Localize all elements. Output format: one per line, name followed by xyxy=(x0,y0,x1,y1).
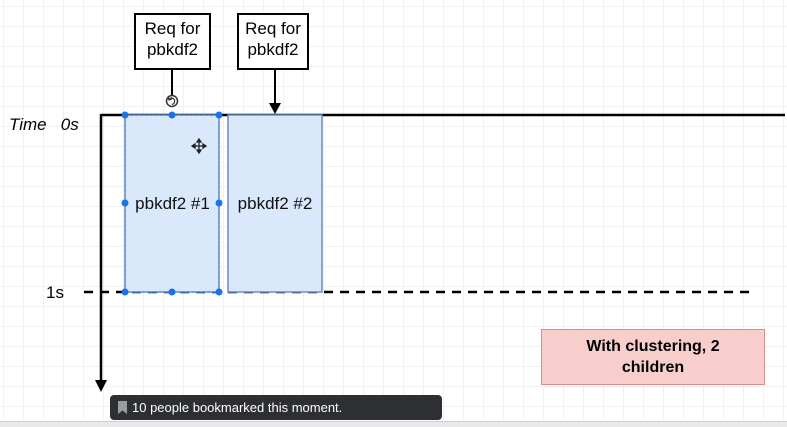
selection-handles[interactable] xyxy=(121,111,223,296)
request-box-1[interactable]: Req for pbkdf2 xyxy=(134,13,211,70)
rotate-handle-icon[interactable] xyxy=(165,94,179,108)
request-box-2[interactable]: Req for pbkdf2 xyxy=(237,13,309,70)
move-cursor-icon xyxy=(190,137,208,155)
process-1-label: pbkdf2 #1 xyxy=(135,194,210,213)
handle-middle-left[interactable] xyxy=(121,199,129,207)
request-1-line-1: Req for xyxy=(144,19,201,38)
bookmark-toast[interactable]: 10 people bookmarked this moment. xyxy=(110,395,442,420)
bookmark-icon xyxy=(118,401,127,414)
time-axis-arrowhead xyxy=(95,380,107,392)
process-2-label: pbkdf2 #2 xyxy=(237,194,313,213)
bottom-scrollbar-strip[interactable] xyxy=(0,421,787,427)
time-zero-label: Time 0s xyxy=(9,115,79,134)
handle-top-left[interactable] xyxy=(121,111,129,119)
one-second-label: 1s xyxy=(46,283,64,302)
process-box-2[interactable] xyxy=(227,114,323,293)
note-line-2: children xyxy=(621,359,685,376)
request-2-arrowhead xyxy=(269,103,281,114)
handle-bottom-middle[interactable] xyxy=(168,288,176,296)
request-2-line-2: pbkdf2 xyxy=(247,40,299,59)
note-line-1: With clustering, 2 xyxy=(586,338,720,355)
handle-bottom-right[interactable] xyxy=(215,288,223,296)
request-2-line-1: Req for xyxy=(245,19,301,38)
handle-top-right[interactable] xyxy=(215,111,223,119)
clustering-note-box[interactable]: With clustering, 2 children xyxy=(541,329,765,385)
handle-bottom-left[interactable] xyxy=(121,288,129,296)
bookmark-toast-text: 10 people bookmarked this moment. xyxy=(132,400,343,415)
request-1-line-2: pbkdf2 xyxy=(146,40,199,59)
handle-top-middle[interactable] xyxy=(168,111,176,119)
handle-middle-right[interactable] xyxy=(215,199,223,207)
